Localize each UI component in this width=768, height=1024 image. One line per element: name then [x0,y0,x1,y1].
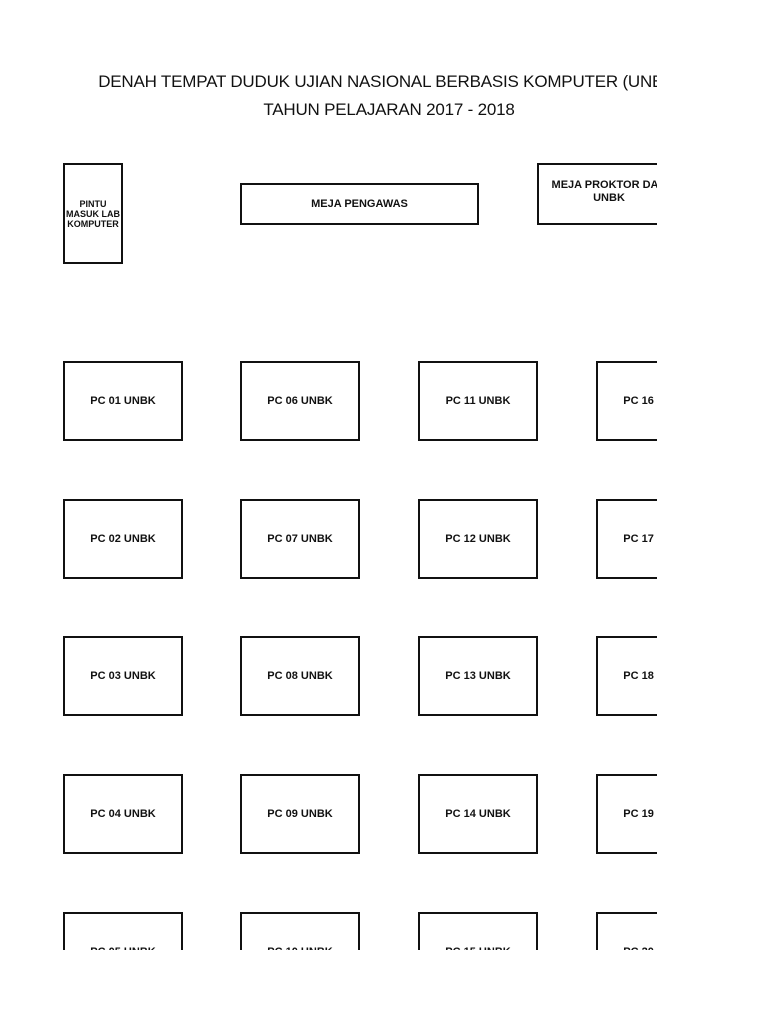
pc-label: PC 09 UNBK [267,808,333,820]
pc-label: PC 10 UNBK [267,946,332,950]
pc-label: PC 17 UNBK [623,533,657,545]
pc-desk: PC 11 UNBK [418,361,538,441]
pc-desk: PC 01 UNBK [63,361,183,441]
pc-desk: PC 10 UNBK [240,912,360,950]
pc-label: PC 18 UNBK [623,670,657,682]
pc-desk: PC 16 UNBK [596,361,657,441]
pc-desk: PC 18 UNBK [596,636,657,716]
pc-label: PC 04 UNBK [90,808,156,820]
proctor-desk-label-2: UNBK [593,192,625,204]
pc-label: PC 01 UNBK [90,395,156,407]
lab-entrance-door: PINTU MASUK LAB KOMPUTER [63,163,123,264]
pc-label: PC 02 UNBK [90,533,156,545]
pc-desk: PC 02 UNBK [63,499,183,579]
pc-label: PC 19 UNBK [623,808,657,820]
pc-label: PC 13 UNBK [445,670,511,682]
pc-label: PC 05 UNBK [90,946,155,950]
supervisor-desk-label: MEJA PENGAWAS [311,198,408,210]
pc-desk: PC 14 UNBK [418,774,538,854]
pc-desk: PC 07 UNBK [240,499,360,579]
door-label-3: KOMPUTER [67,218,119,229]
title-line-2: TAHUN PELAJARAN 2017 - 2018 [263,100,515,119]
pc-desk: PC 20 UNBK [596,912,657,950]
pc-desk: PC 17 UNBK [596,499,657,579]
pc-desk: PC 12 UNBK [418,499,538,579]
pc-desk: PC 04 UNBK [63,774,183,854]
pc-desk: PC 09 UNBK [240,774,360,854]
proctor-desk: MEJA PROKTOR DAN UNBK [537,163,657,225]
pc-label: PC 06 UNBK [267,395,333,407]
pc-label: PC 16 UNBK [623,395,657,407]
pc-desk: PC 19 UNBK [596,774,657,854]
pc-desk: PC 06 UNBK [240,361,360,441]
pc-label: PC 15 UNBK [445,946,510,950]
pc-label: PC 20 UNBK [623,946,657,950]
pc-label: PC 07 UNBK [267,533,333,545]
door-label-2: MASUK LAB [66,208,120,219]
pc-label: PC 03 UNBK [90,670,156,682]
supervisor-desk: MEJA PENGAWAS [240,183,479,225]
seating-plan-page: DENAH TEMPAT DUDUK UJIAN NASIONAL BERBAS… [63,72,657,950]
title-line-1: DENAH TEMPAT DUDUK UJIAN NASIONAL BERBAS… [98,72,657,91]
pc-desk: PC 05 UNBK [63,912,183,950]
pc-desk: PC 15 UNBK [418,912,538,950]
proctor-desk-label-1: MEJA PROKTOR DAN [551,179,657,191]
pc-desk: PC 13 UNBK [418,636,538,716]
pc-label: PC 11 UNBK [445,395,511,407]
pc-desk: PC 03 UNBK [63,636,183,716]
pc-label: PC 14 UNBK [445,808,511,820]
door-label-1: PINTU [79,198,107,209]
pc-desk: PC 08 UNBK [240,636,360,716]
pc-label: PC 08 UNBK [267,670,333,682]
pc-label: PC 12 UNBK [445,533,511,545]
